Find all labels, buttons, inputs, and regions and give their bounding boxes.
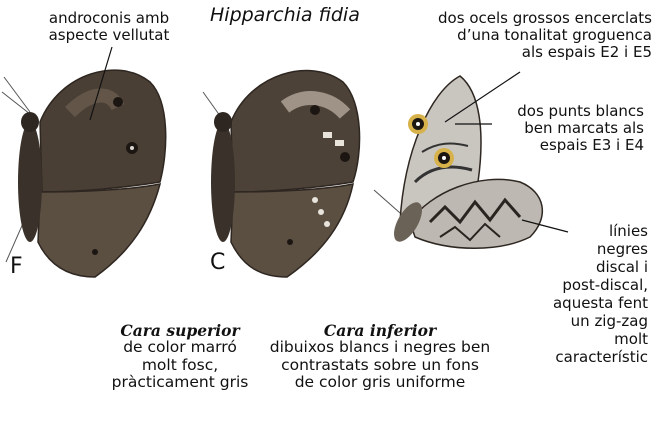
- caption-inferior: Cara inferior dibuixos blancs i negres b…: [250, 322, 510, 391]
